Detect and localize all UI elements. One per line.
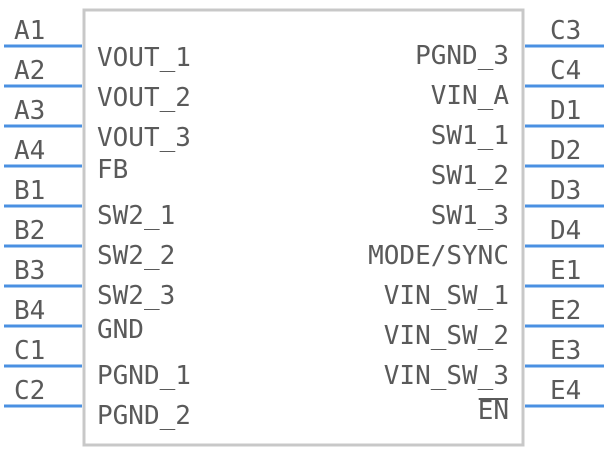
pin-number: C1 <box>14 336 45 366</box>
pin-number: D2 <box>550 136 581 166</box>
pin-name: GND <box>97 315 144 345</box>
pin-name: VIN_SW_2 <box>384 321 509 351</box>
pin-name: VOUT_2 <box>97 83 191 113</box>
pin-number: E3 <box>550 336 581 366</box>
pin-name: VIN_SW_3 <box>384 361 509 391</box>
pin-number: D3 <box>550 176 581 206</box>
component-body <box>82 8 525 447</box>
pin-name: VOUT_1 <box>97 43 191 73</box>
pin-name: SW2_2 <box>97 241 175 271</box>
pin-name: SW1_2 <box>431 161 509 191</box>
pin-number: E2 <box>550 296 581 326</box>
pin-number: B3 <box>14 256 45 286</box>
pin-number: B4 <box>14 296 45 326</box>
pin-number: E4 <box>550 376 581 406</box>
pin-name: EN <box>478 396 509 426</box>
pin-name: SW2_3 <box>97 281 175 311</box>
pin-name: VOUT_3 <box>97 123 191 153</box>
pin-number: A1 <box>14 16 45 46</box>
pin-name: FB <box>97 155 128 185</box>
pin-number: A3 <box>14 96 45 126</box>
pin-name: SW2_1 <box>97 201 175 231</box>
pin-number: B1 <box>14 176 45 206</box>
pin-number: D1 <box>550 96 581 126</box>
pin-name: VIN_SW_1 <box>384 281 509 311</box>
pin-name: PGND_1 <box>97 361 191 391</box>
pin-name: VIN_A <box>431 81 510 111</box>
pin-number: A2 <box>14 56 45 86</box>
pin-number: B2 <box>14 216 45 246</box>
pin-name: PGND_2 <box>97 401 191 431</box>
pin-number: E1 <box>550 256 581 286</box>
pin-number: A4 <box>14 136 45 166</box>
pin-name: PGND_3 <box>415 41 509 71</box>
pin-number: C3 <box>550 16 581 46</box>
pin-number: C4 <box>550 56 581 86</box>
left-pin-group: A1VOUT_1A2VOUT_2A3VOUT_3A4FBB1SW2_1B2SW2… <box>4 16 191 431</box>
pin-number: D4 <box>550 216 581 246</box>
pin-name: SW1_1 <box>431 121 509 151</box>
pin-name: SW1_3 <box>431 201 509 231</box>
pin-name: MODE/SYNC <box>368 241 509 271</box>
pin-number: C2 <box>14 376 45 406</box>
